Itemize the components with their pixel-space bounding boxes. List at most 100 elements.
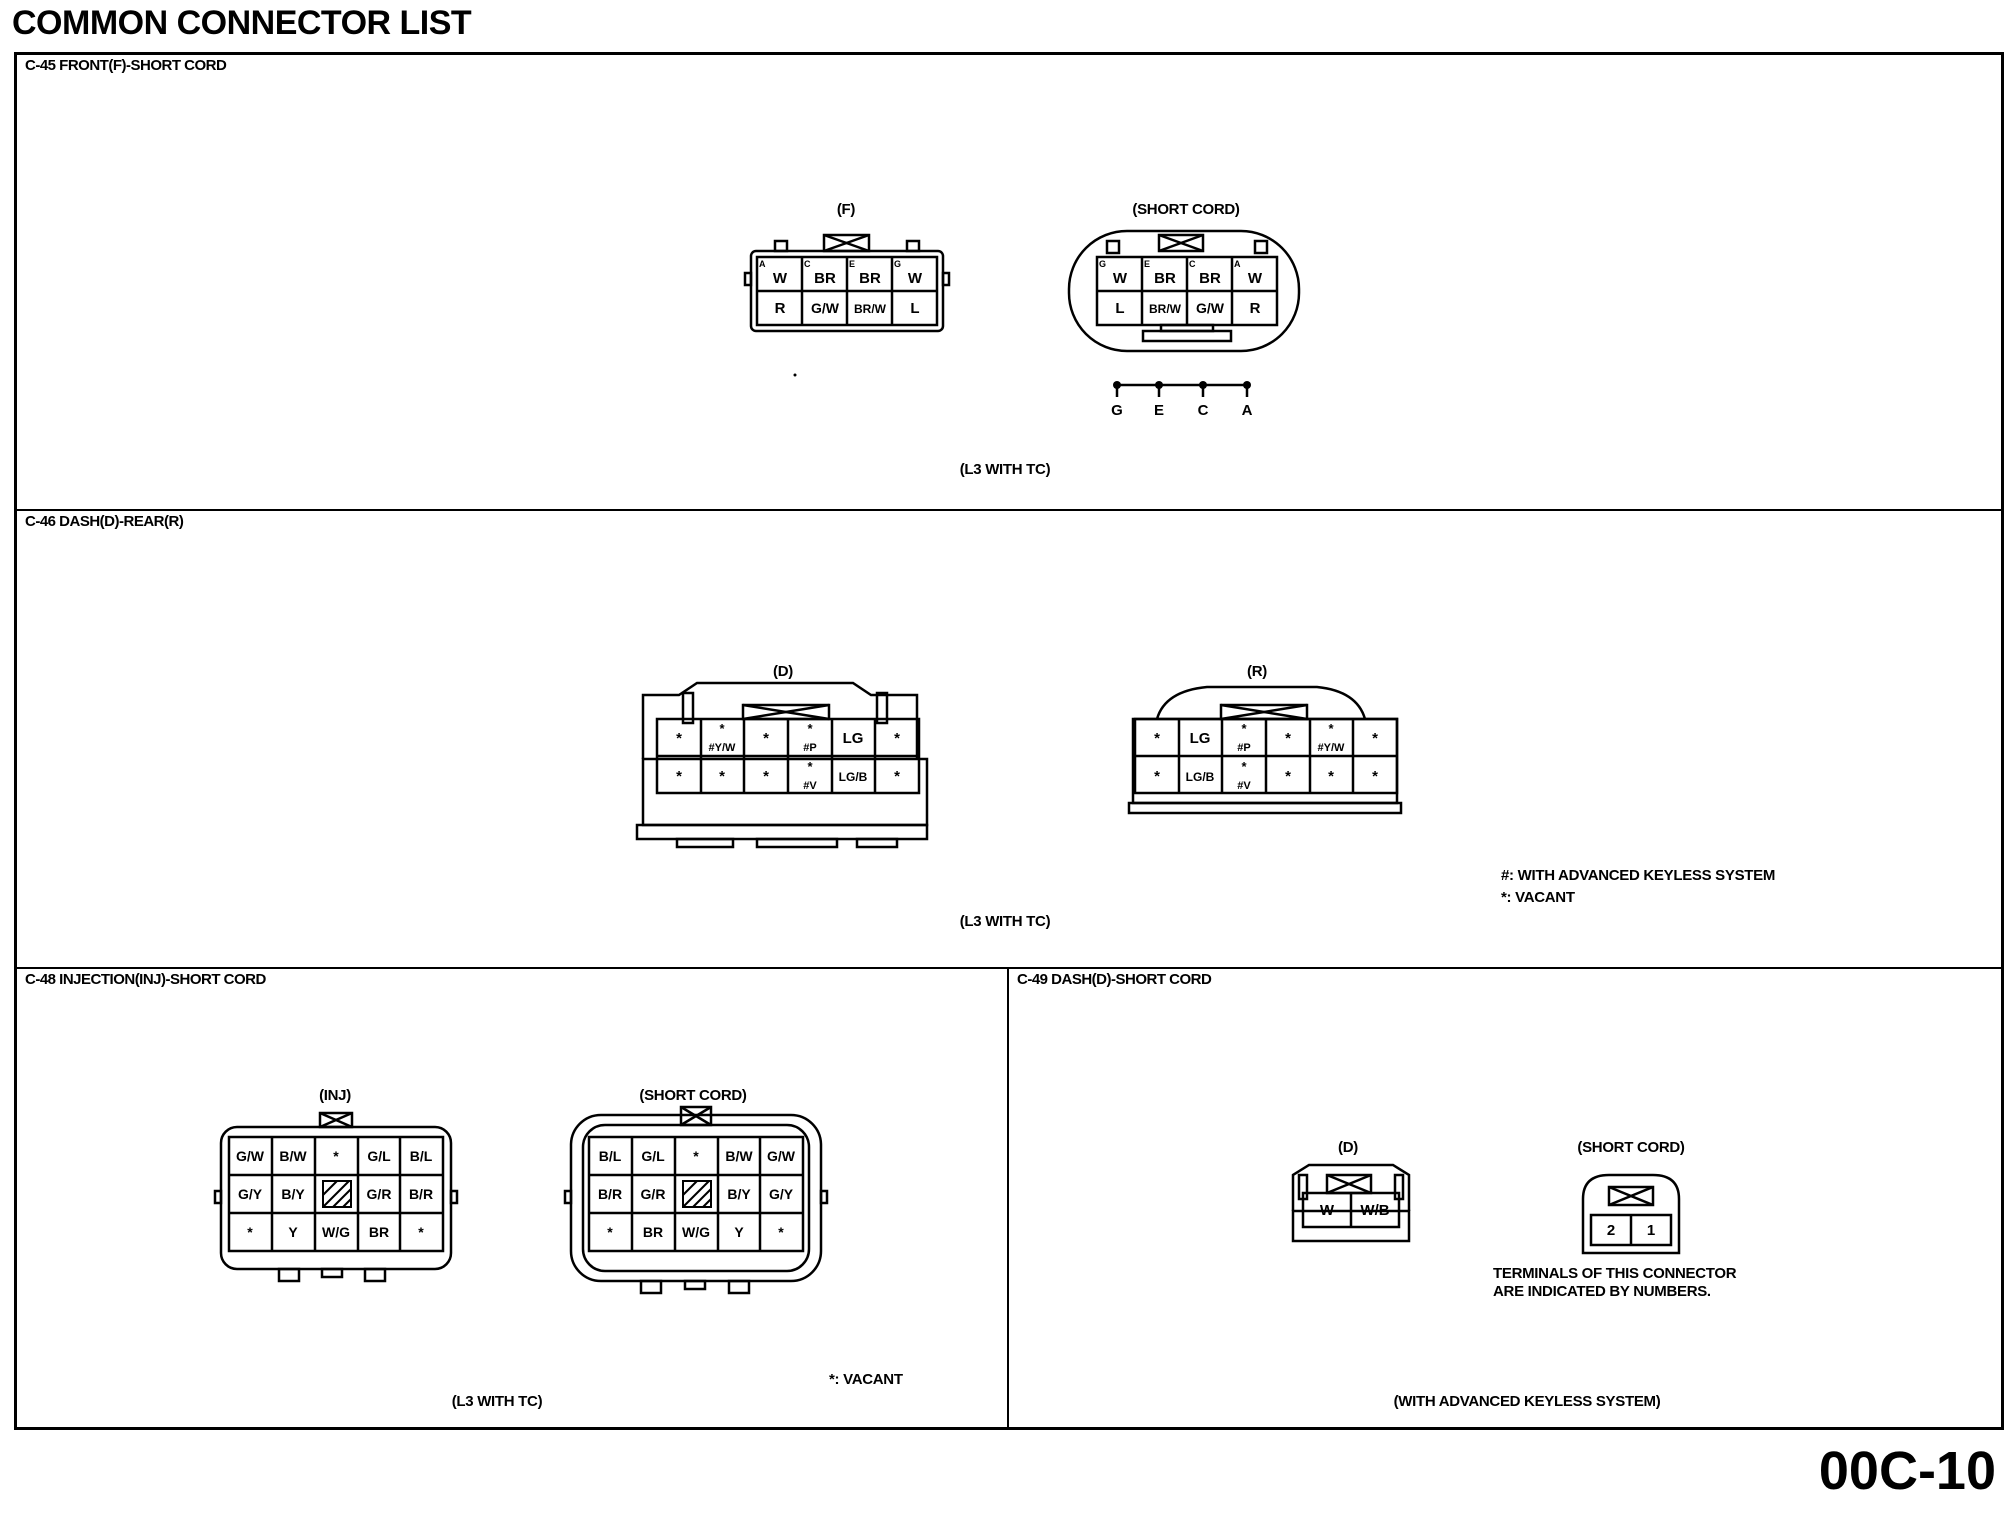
c46-rear-pin-note: #V <box>1237 780 1251 792</box>
connector-frame: C-45 FRONT(F)-SHORT CORD (F) (SHORT CORD… <box>14 52 2004 1430</box>
c48-short-pin: Y <box>734 1224 744 1240</box>
c45-bus-label: C <box>1198 402 1209 419</box>
c46-rear-pin: * <box>1241 721 1247 736</box>
section-title-c48: C-48 INJECTION(INJ)-SHORT CORD <box>25 971 266 988</box>
c45-front-letter: G <box>894 259 901 269</box>
c46-rear-pin: * <box>1372 768 1378 785</box>
c48-short-pin: B/W <box>725 1148 753 1164</box>
c45-short-pin: W <box>1248 270 1263 287</box>
c45-bus-label: A <box>1242 402 1253 419</box>
c45-front-pin: W <box>773 270 788 287</box>
c45-front-pin: BR/W <box>854 302 887 316</box>
c46-dash-pin: LG <box>843 730 864 747</box>
c46-legend-vacant: *: VACANT <box>1501 889 1575 906</box>
c46-dash-pin-note: #V <box>803 780 817 792</box>
section-title-c46: C-46 DASH(D)-REAR(R) <box>25 513 184 530</box>
c48-legend-vacant: *: VACANT <box>829 1371 903 1388</box>
c48-short-pin: G/L <box>641 1148 665 1164</box>
c49-dash-label: (D) <box>1338 1139 1358 1156</box>
c48-short-pin: B/R <box>598 1186 622 1202</box>
c49-connectors-drawing: W W/B 2 1 <box>1291 1163 1681 1255</box>
c45-short-pin: R <box>1250 300 1261 317</box>
c45-front-pin: BR <box>859 270 881 287</box>
c48-inj-pin: B/L <box>410 1148 433 1164</box>
c46-rear-label: (R) <box>1247 663 1267 680</box>
c49-terminal-note: TERMINALS OF THIS CONNECTOR <box>1493 1265 1737 1282</box>
c48-inj-pin: G/L <box>367 1148 391 1164</box>
c46-dash-pin: * <box>807 759 813 774</box>
c45-short-pin: G/W <box>1196 300 1225 316</box>
c45-short-letter: E <box>1144 259 1150 269</box>
c45-short-label: (SHORT CORD) <box>1132 201 1240 218</box>
c45-short-pin: W <box>1113 270 1128 287</box>
section-c49: C-49 DASH(D)-SHORT CORD (D) (SHORT CORD) <box>1009 969 2001 1427</box>
page-number: 00C-10 <box>1818 1441 1996 1501</box>
page-title: COMMON CONNECTOR LIST <box>12 4 472 42</box>
c48-connectors-drawing: G/W B/W * G/L B/L G/Y B/Y G/R B/R * Y W/… <box>213 1105 829 1295</box>
c49-dash-pin: W/B <box>1360 1202 1389 1219</box>
c48-note: (L3 WITH TC) <box>451 1393 543 1410</box>
c46-dash-pin: * <box>676 768 682 785</box>
section-c46: C-46 DASH(D)-REAR(R) (D) (R) <box>17 511 2001 969</box>
section-c48: C-48 INJECTION(INJ)-SHORT CORD (INJ) (SH… <box>17 969 1009 1427</box>
c48-inj-pin: * <box>418 1224 424 1240</box>
c45-front-pin: BR <box>814 270 836 287</box>
c48-inj-pin: G/Y <box>238 1186 263 1202</box>
c46-dash-pin: * <box>719 768 725 785</box>
c48-short-pin: BR <box>643 1224 663 1240</box>
c46-note: (L3 WITH TC) <box>959 913 1051 930</box>
c48-short-pin: G/Y <box>769 1186 794 1202</box>
c46-rear-pin: * <box>1328 721 1334 736</box>
c45-front-pin: R <box>775 300 786 317</box>
c46-dash-pin-note: #Y/W <box>709 742 737 754</box>
c46-dash-pin: * <box>763 730 769 747</box>
c48-inj-pin: B/R <box>409 1186 433 1202</box>
c46-dash-pin: * <box>894 768 900 785</box>
c45-front-letter: C <box>804 259 811 269</box>
c45-connectors-drawing: A C E G W BR BR W R G/W BR/W L G E C A <box>743 229 1301 419</box>
c45-front-pin: G/W <box>811 300 840 316</box>
c46-rear-pin: * <box>1285 730 1291 747</box>
c46-rear-pin: * <box>1372 730 1378 747</box>
c49-short-pin: 1 <box>1647 1222 1655 1239</box>
c45-short-pin: BR <box>1154 270 1176 287</box>
c46-rear-pin: * <box>1285 768 1291 785</box>
c45-short-letter: C <box>1189 259 1196 269</box>
c48-inj-pin: BR <box>369 1224 389 1240</box>
c46-rear-pin: LG <box>1190 730 1211 747</box>
c46-rear-pin: * <box>1241 759 1247 774</box>
c46-legend-advanced: #: WITH ADVANCED KEYLESS SYSTEM <box>1501 867 1776 884</box>
c46-dash-pin: * <box>894 730 900 747</box>
c48-inj-pin: Y <box>288 1224 298 1240</box>
c49-dash-pin: W <box>1320 1202 1335 1219</box>
c45-note: (L3 WITH TC) <box>959 461 1051 478</box>
c49-short-label: (SHORT CORD) <box>1577 1139 1685 1156</box>
c46-rear-pin: * <box>1154 730 1160 747</box>
c46-rear-pin: * <box>1154 768 1160 785</box>
c48-short-label: (SHORT CORD) <box>639 1087 747 1104</box>
c46-rear-pin-note: #Y/W <box>1318 742 1346 754</box>
c48-inj-pin: B/W <box>279 1148 307 1164</box>
c49-short-pin: 2 <box>1607 1222 1615 1239</box>
c46-dash-label: (D) <box>773 663 793 680</box>
c48-short-pin: B/Y <box>727 1186 751 1202</box>
section-title-c45: C-45 FRONT(F)-SHORT CORD <box>25 57 227 74</box>
c45-front-pin: L <box>910 300 919 317</box>
c46-rear-pin: * <box>1328 768 1334 785</box>
c48-short-pin: B/L <box>599 1148 622 1164</box>
c45-front-letter: A <box>759 259 766 269</box>
c45-short-letter: A <box>1234 259 1241 269</box>
c48-inj-pin: G/R <box>367 1186 392 1202</box>
c46-rear-pin-note: #P <box>1237 742 1250 754</box>
c48-short-pin: G/R <box>641 1186 666 1202</box>
c45-front-pin: W <box>908 270 923 287</box>
c46-dash-pin: * <box>763 768 769 785</box>
c46-rear-pin: LG/B <box>1186 770 1215 784</box>
section-title-c49: C-49 DASH(D)-SHORT CORD <box>1017 971 1212 988</box>
section-c45: C-45 FRONT(F)-SHORT CORD (F) (SHORT CORD… <box>17 55 2001 511</box>
c46-dash-pin: * <box>719 721 725 736</box>
c48-inj-pin: * <box>247 1224 253 1240</box>
c46-dash-pin: * <box>676 730 682 747</box>
c49-note: (WITH ADVANCED KEYLESS SYSTEM) <box>1393 1393 1661 1410</box>
c48-short-pin: W/G <box>682 1224 710 1240</box>
